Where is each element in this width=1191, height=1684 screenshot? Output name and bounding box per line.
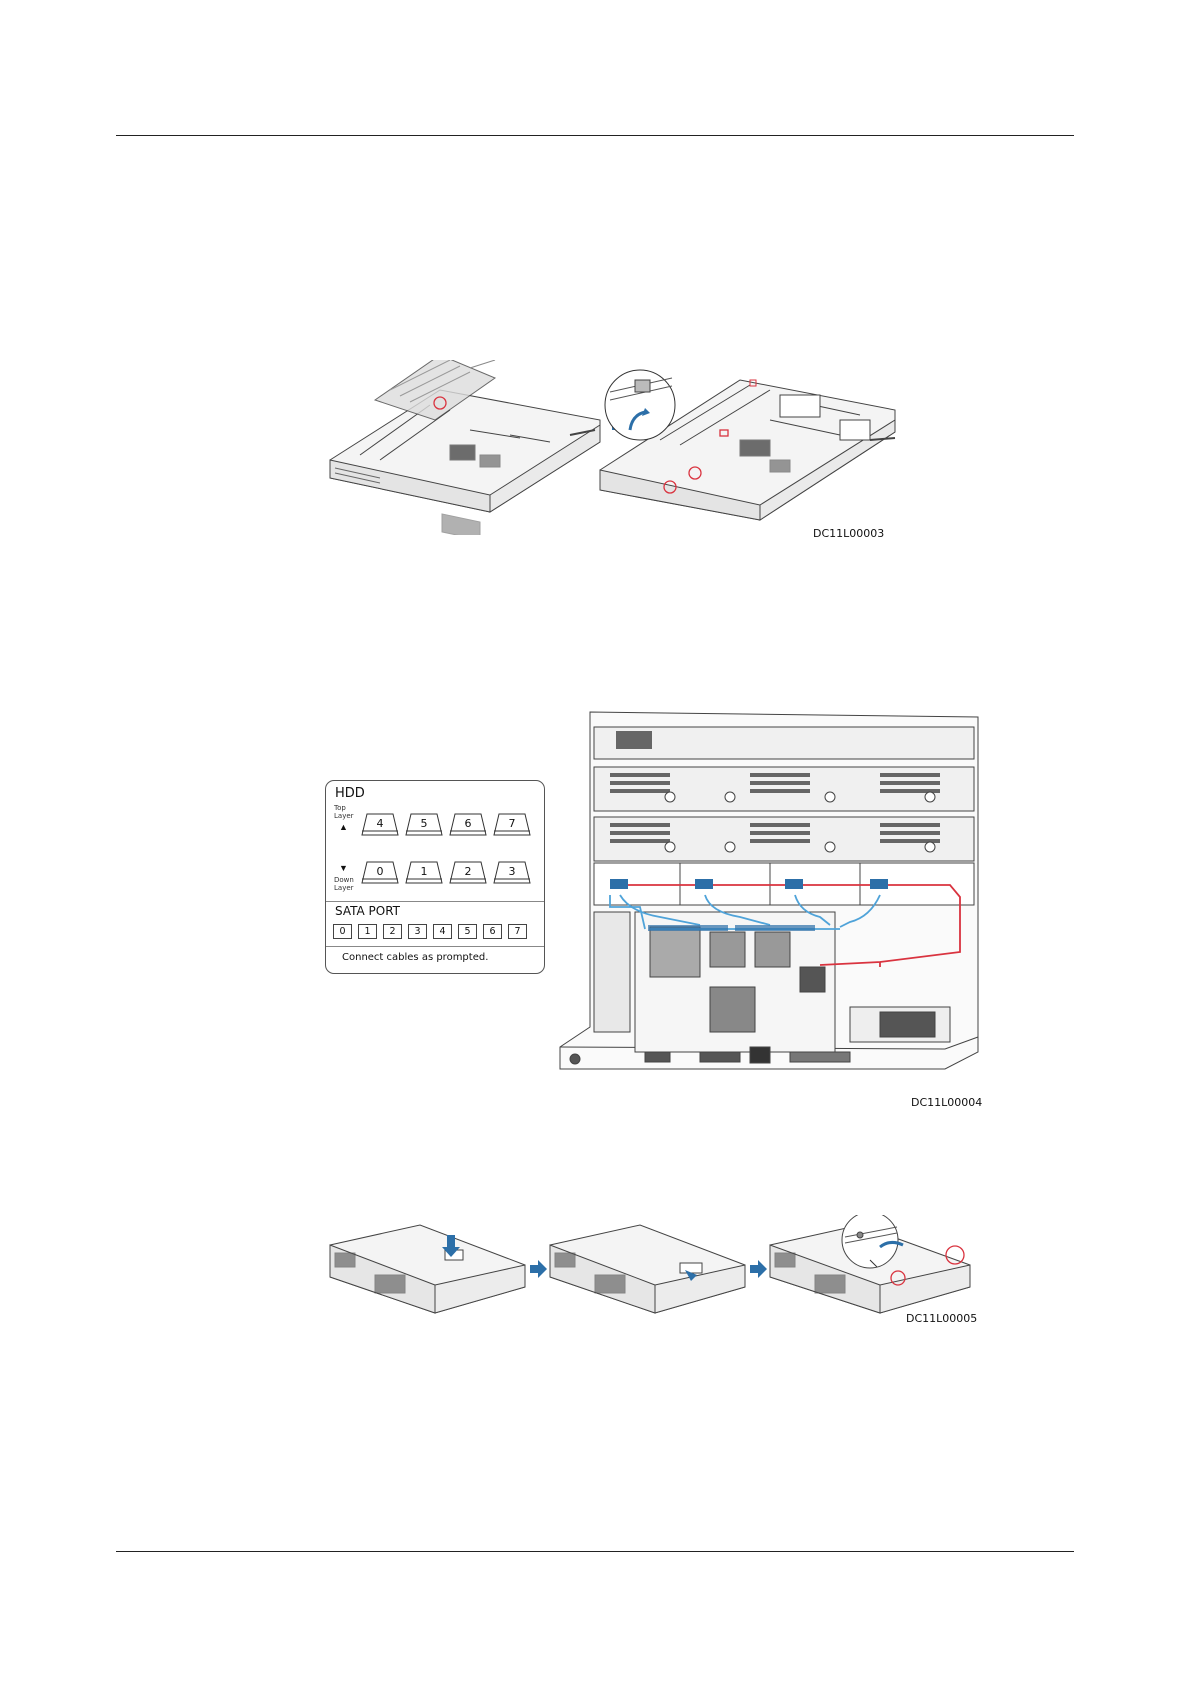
sata-port: 1	[358, 924, 377, 939]
sata-port: 0	[333, 924, 352, 939]
hdd-slot: 6	[449, 813, 487, 836]
sata-port: 3	[408, 924, 427, 939]
hdd-slot-label: 4	[361, 817, 399, 830]
hdd-slot: 1	[405, 861, 443, 884]
figure-open-cover	[320, 360, 900, 535]
sata-port: 5	[458, 924, 477, 939]
legend-divider	[326, 901, 544, 902]
legend-divider	[326, 946, 544, 947]
legend-top-layer: Top Layer	[334, 804, 360, 820]
down-arrow-icon: ▼	[339, 863, 348, 873]
figure-code-1: DC11L00003	[813, 527, 884, 540]
sata-port: 4	[433, 924, 452, 939]
hdd-slot-label: 2	[449, 865, 487, 878]
legend-sata-title: SATA PORT	[335, 904, 400, 918]
hdd-slot: 0	[361, 861, 399, 884]
sata-legend: HDD Top Layer ▲ 4 5 6 7 ▼ Down Layer 0 1…	[325, 780, 545, 974]
hdd-slot-label: 7	[493, 817, 531, 830]
legend-hdd-title: HDD	[335, 786, 365, 801]
hdd-slot-label: 5	[405, 817, 443, 830]
legend-note: Connect cables as prompted.	[342, 952, 488, 963]
figure-close-cover	[325, 1215, 975, 1325]
hdd-slot-label: 6	[449, 817, 487, 830]
up-arrow-icon: ▲	[339, 822, 348, 832]
figure-code-3: DC11L00005	[906, 1312, 977, 1325]
hdd-slot: 5	[405, 813, 443, 836]
hdd-slot: 4	[361, 813, 399, 836]
figure-code-2: DC11L00004	[911, 1096, 982, 1109]
hdd-slot-label: 3	[493, 865, 531, 878]
footer-rule	[116, 1551, 1074, 1552]
hdd-slot-label: 1	[405, 865, 443, 878]
header-rule	[116, 135, 1074, 136]
hdd-slot: 7	[493, 813, 531, 836]
legend-down-layer: Down Layer	[334, 876, 360, 892]
hdd-slot: 2	[449, 861, 487, 884]
sata-port: 6	[483, 924, 502, 939]
sata-port: 2	[383, 924, 402, 939]
hdd-slot-label: 0	[361, 865, 399, 878]
hdd-slot: 3	[493, 861, 531, 884]
figure-cable-connection	[550, 707, 980, 1077]
sata-port: 7	[508, 924, 527, 939]
